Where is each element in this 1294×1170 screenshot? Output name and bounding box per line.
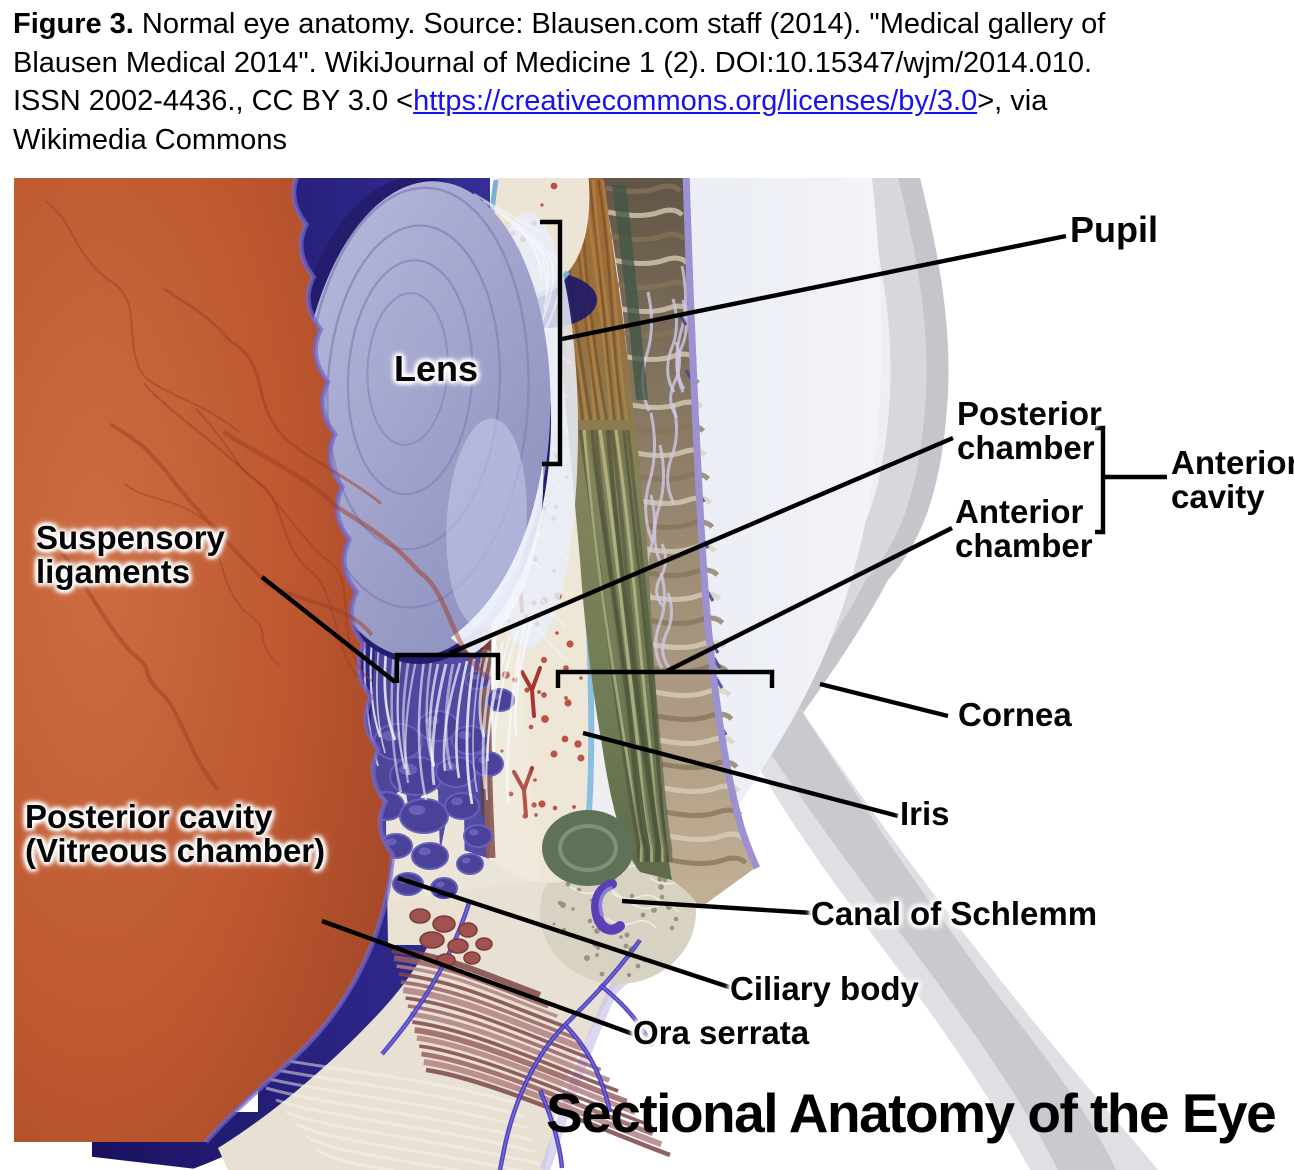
caption-line-1: Figure 3. Normal eye anatomy. Source: Bl… (13, 8, 1106, 40)
anterior-chamber-line (666, 526, 953, 673)
label-posterior-cavity: Posterior cavity (Vitreous chamber) (25, 798, 326, 869)
caption-line-3: ISSN 2002-4436., CC BY 3.0 <https://crea… (13, 85, 1048, 117)
figure-caption: Figure 3. Normal eye anatomy. Source: Bl… (13, 5, 1287, 159)
bottom-left-corner (0, 1146, 205, 1170)
label-iris: Iris (900, 795, 950, 832)
label-ciliary-body: Ciliary body (730, 970, 919, 1007)
ciliary-body-line (397, 875, 733, 991)
episcleral-vessels (380, 899, 655, 1170)
iris-root-swirl (558, 824, 618, 872)
eye-illustration (0, 178, 1294, 1170)
cc-license-link[interactable]: https://creativecommons.org/licenses/by/… (413, 85, 978, 117)
label-cornea: Cornea (958, 696, 1072, 733)
canal-of-schlemm-structure (591, 879, 625, 935)
figure-title: Sectional Anatomy of the Eye (546, 1082, 1277, 1144)
canal-of-schlemm-line (621, 898, 814, 916)
ligament-bracket (394, 652, 501, 683)
cornea-line (819, 681, 949, 719)
anterior-chamber-bracket (555, 669, 775, 688)
caption-line-2: Blausen Medical 2014". WikiJournal of Me… (13, 46, 1093, 79)
label-canal-of-schlemm: Canal of Schlemm (811, 895, 1098, 932)
suspensory-ligaments-line (260, 575, 397, 684)
figure-number: Figure 3. (13, 8, 134, 40)
label-suspensory-ligaments: Suspensory ligaments (36, 519, 225, 590)
pupil-bracket (540, 219, 563, 467)
iris-line (582, 730, 899, 819)
lens-body (287, 178, 551, 664)
anterior-cavity-bracket (1095, 425, 1167, 535)
cornea-band (758, 690, 1158, 1170)
pupil-line (561, 233, 1067, 342)
pigment-line (682, 178, 761, 870)
label-anterior-chamber: Anterior chamber (955, 493, 1093, 564)
label-anterior-cavity: Anterior cavity (1171, 444, 1294, 515)
label-posterior-chamber: Posterior chamber (957, 395, 1102, 466)
posterior-chamber-line (449, 435, 954, 656)
label-lens: Lens (394, 348, 479, 389)
retinal-vessels (45, 200, 492, 791)
caption-line-4: Wikimedia Commons (13, 123, 287, 156)
label-pupil: Pupil (1070, 209, 1158, 250)
iris-root-curl (542, 810, 634, 886)
pointer-lines (260, 219, 1167, 1037)
posterior-cavity-region (14, 178, 393, 1142)
label-ora-serrata: Ora serrata (633, 1014, 810, 1051)
retina-rim (204, 178, 396, 1144)
ora-serrata-line (321, 918, 634, 1037)
